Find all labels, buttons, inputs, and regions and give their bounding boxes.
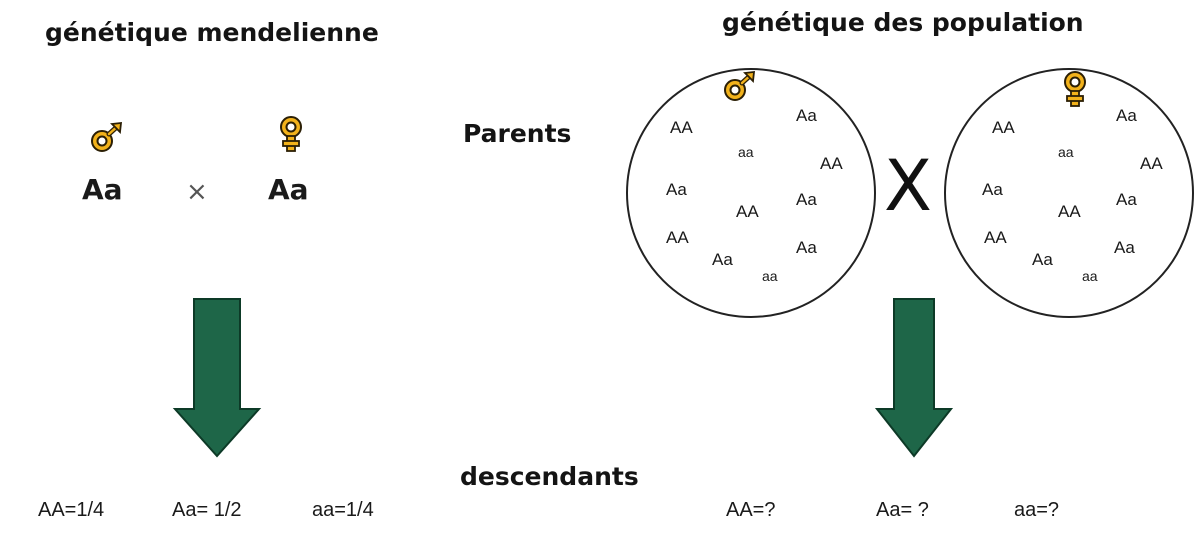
down-arrow-icon xyxy=(172,297,262,459)
genotype-label: Aa xyxy=(796,190,817,209)
male-symbol-icon xyxy=(721,70,757,104)
ratio-AA: AA=? xyxy=(726,499,776,521)
genotype-label: Aa xyxy=(1116,190,1137,209)
male-population-circle: AA Aa aa AA Aa AA Aa AA Aa Aa aa xyxy=(626,68,876,318)
title-population: génétique des population xyxy=(722,8,1084,37)
ratio-Aa: Aa= 1/2 xyxy=(172,499,242,521)
genotype-label: Aa xyxy=(1032,250,1053,269)
genotype-label: AA xyxy=(1058,202,1081,221)
genotype-label: Aa xyxy=(1116,106,1137,125)
cross-symbol: × xyxy=(186,177,208,207)
genotype-label: Aa xyxy=(796,106,817,125)
male-symbol-icon xyxy=(88,121,124,155)
genotype-label: AA xyxy=(984,228,1007,247)
female-population-circle: AA Aa aa AA Aa AA Aa AA Aa Aa aa xyxy=(944,68,1194,318)
genotype-label: aa xyxy=(1082,268,1098,284)
down-arrow-icon xyxy=(874,297,954,459)
genotype-label: AA xyxy=(820,154,843,173)
genotype-label: Aa xyxy=(666,180,687,199)
genotype-label: Aa xyxy=(712,250,733,269)
genotype-label: Aa xyxy=(982,180,1003,199)
ratio-aa: aa=1/4 xyxy=(312,499,374,521)
female-symbol-icon xyxy=(277,115,305,153)
genotype-label: aa xyxy=(1058,144,1074,160)
genotype-label: AA xyxy=(670,118,693,137)
female-symbol-icon xyxy=(1061,70,1089,108)
genotype-label: AA xyxy=(736,202,759,221)
genotype-label: AA xyxy=(1140,154,1163,173)
mother-genotype: Aa xyxy=(268,173,309,206)
ratio-Aa: Aa= ? xyxy=(876,499,929,521)
genotype-label: aa xyxy=(762,268,778,284)
father-genotype: Aa xyxy=(82,173,123,206)
label-parents: Parents xyxy=(463,119,572,148)
ratio-AA: AA=1/4 xyxy=(38,499,105,521)
genotype-label: Aa xyxy=(796,238,817,257)
genotype-label: AA xyxy=(992,118,1015,137)
population-cross-symbol: X xyxy=(884,145,932,227)
genotype-label: AA xyxy=(666,228,689,247)
genotype-label: aa xyxy=(738,144,754,160)
label-descendants: descendants xyxy=(460,462,639,491)
genotype-label: Aa xyxy=(1114,238,1135,257)
ratio-aa: aa=? xyxy=(1014,499,1060,521)
title-mendelian: génétique mendelienne xyxy=(45,18,379,47)
